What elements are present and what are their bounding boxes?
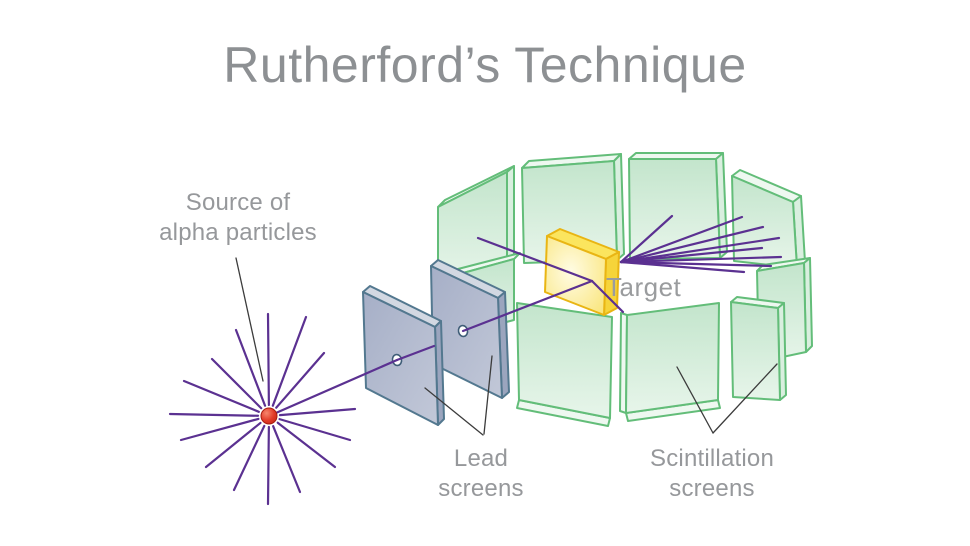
label-source-line1: Source of — [185, 189, 291, 216]
label-target: Target — [606, 272, 682, 302]
label-scint-line2: screens — [669, 475, 755, 502]
page-title: Rutherford’s Technique — [223, 37, 747, 93]
label-lead-line1: Lead — [453, 445, 509, 472]
label-scint-line1: Scintillation — [650, 445, 774, 472]
label-scintillation-screens: Scintillation screens — [612, 444, 812, 504]
label-source-of-alpha-particles: Source of alpha particles — [138, 188, 338, 248]
label-source-line2: alpha particles — [159, 219, 317, 246]
label-lead-screens: Lead screens — [381, 444, 581, 504]
label-lead-line2: screens — [438, 475, 524, 502]
